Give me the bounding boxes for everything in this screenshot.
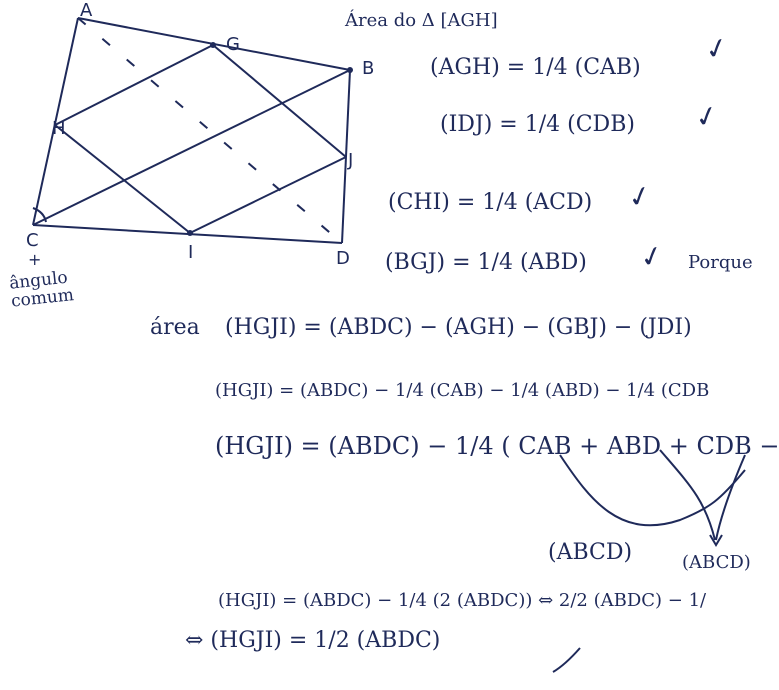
brace-result-2: (ABCD): [682, 552, 751, 573]
equation-idj: (IDJ) = 1/4 (CDB): [440, 112, 635, 137]
figure-svg: [32, 17, 746, 673]
brace-curve-2: [659, 449, 716, 541]
brace-curve-3: [715, 454, 746, 541]
equation-area-difference: (HGJI) = (ABDC) − (AGH) − (GBJ) − (JDI): [225, 315, 692, 340]
label-C: C: [26, 230, 39, 251]
label-A: A: [80, 0, 93, 21]
equation-bgj: (BGJ) = 1/4 (ABD): [385, 250, 587, 275]
edge-CA: [32, 17, 79, 226]
note-porque: Porque: [688, 252, 753, 273]
label-area: área: [150, 315, 200, 340]
equation-final: ⇔ (HGJI) = 1/2 (ABDC): [185, 628, 441, 653]
point-G: [210, 42, 216, 48]
angle-marker: +: [28, 250, 42, 269]
edge-JI: [189, 156, 347, 234]
equation-factored: (HGJI) = (ABDC) − 1/4 ( CAB + ABD + CDB …: [215, 432, 779, 460]
equation-simplified: (HGJI) = (ABDC) − 1/4 (2 (ABDC)) ⇔ 2/2 (…: [218, 590, 707, 611]
page-title: Área do Δ [AGH]: [345, 10, 498, 31]
label-I: I: [188, 242, 194, 263]
diagonal-AD: [77, 17, 343, 244]
edge-IH: [54, 124, 191, 234]
label-J: J: [348, 150, 354, 171]
arrow-head: [709, 534, 723, 547]
label-G: G: [226, 34, 240, 55]
label-B: B: [362, 58, 375, 79]
point-I: [187, 230, 193, 236]
equation-substitution: (HGJI) = (ABDC) − 1/4 (CAB) − 1/4 (ABD) …: [215, 380, 710, 401]
checkmark-final: [552, 647, 581, 673]
point-B: [347, 67, 353, 73]
edge-GJ: [212, 44, 347, 158]
equation-agh: (AGH) = 1/4 (CAB): [430, 55, 641, 80]
angle-arc-C: [32, 207, 47, 223]
diagonal-CB: [32, 69, 351, 226]
label-H: H: [52, 118, 66, 139]
label-D: D: [336, 248, 350, 269]
edge-HG: [54, 44, 214, 126]
brace-curve-1: [559, 454, 746, 527]
brace-result-1: (ABCD): [548, 540, 633, 565]
equation-chi: (CHI) = 1/4 (ACD): [388, 190, 593, 215]
